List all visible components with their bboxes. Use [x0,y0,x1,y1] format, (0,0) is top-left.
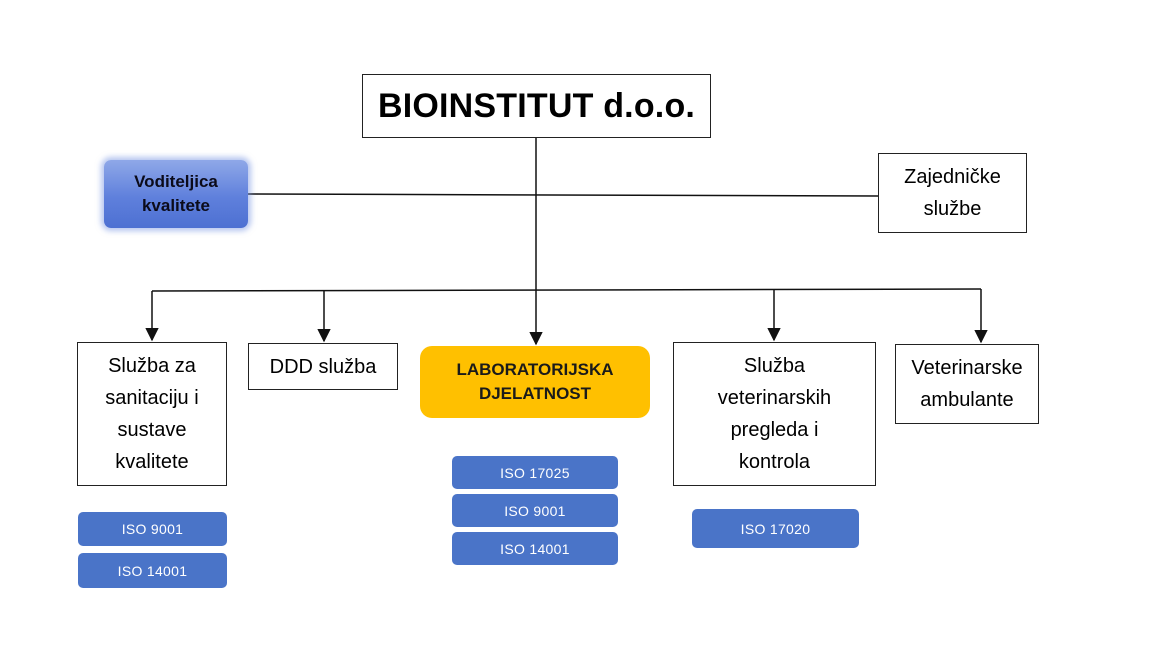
sanitation-label: Služba za sanitaciju i sustave kvalitete [105,355,199,473]
iso-badge: ISO 14001 [78,553,227,588]
iso-badge-label: ISO 14001 [500,540,570,557]
laboratory-node: LABORATORIJSKA DJELATNOST [420,346,650,418]
shared-services-label: Zajedničke službe [904,166,1001,220]
iso-badge-label: ISO 17020 [740,520,811,537]
sanitation-node: Služba za sanitaciju i sustave kvalitete [77,342,227,486]
iso-badge-label: ISO 9001 [121,521,184,537]
vet-inspections-node: Služba veterinarskih pregleda i kontrola [673,342,876,486]
iso-badge: ISO 17025 [452,456,618,489]
vet-clinics-label: Veterinarske ambulante [911,357,1023,411]
iso-badge: ISO 17020 [692,509,859,548]
root-node: BIOINSTITUT d.o.o. [362,74,711,138]
ddd-node: DDD služba [248,343,398,390]
quality-manager-node: Voditeljica kvalitete [104,160,248,228]
root-label: BIOINSTITUT d.o.o. [377,86,696,125]
iso-badge: ISO 14001 [452,532,618,565]
iso-badge-label: ISO 9001 [504,502,566,519]
branch-bar [151,288,982,292]
vet-inspections-label: Služba veterinarskih pregleda i kontrola [717,355,832,473]
quality-manager-label: Voditeljica kvalitete [134,172,218,215]
vet-clinics-node: Veterinarske ambulante [895,344,1039,424]
ddd-label: DDD služba [269,355,377,378]
iso-badge-label: ISO 14001 [117,562,188,579]
staff-connector [247,193,879,197]
shared-services-node: Zajedničke službe [878,153,1027,233]
iso-badge: ISO 9001 [452,494,618,527]
laboratory-label: LABORATORIJSKA DJELATNOST [456,360,614,403]
iso-badge-label: ISO 17025 [500,464,570,481]
iso-badge: ISO 9001 [78,512,227,546]
